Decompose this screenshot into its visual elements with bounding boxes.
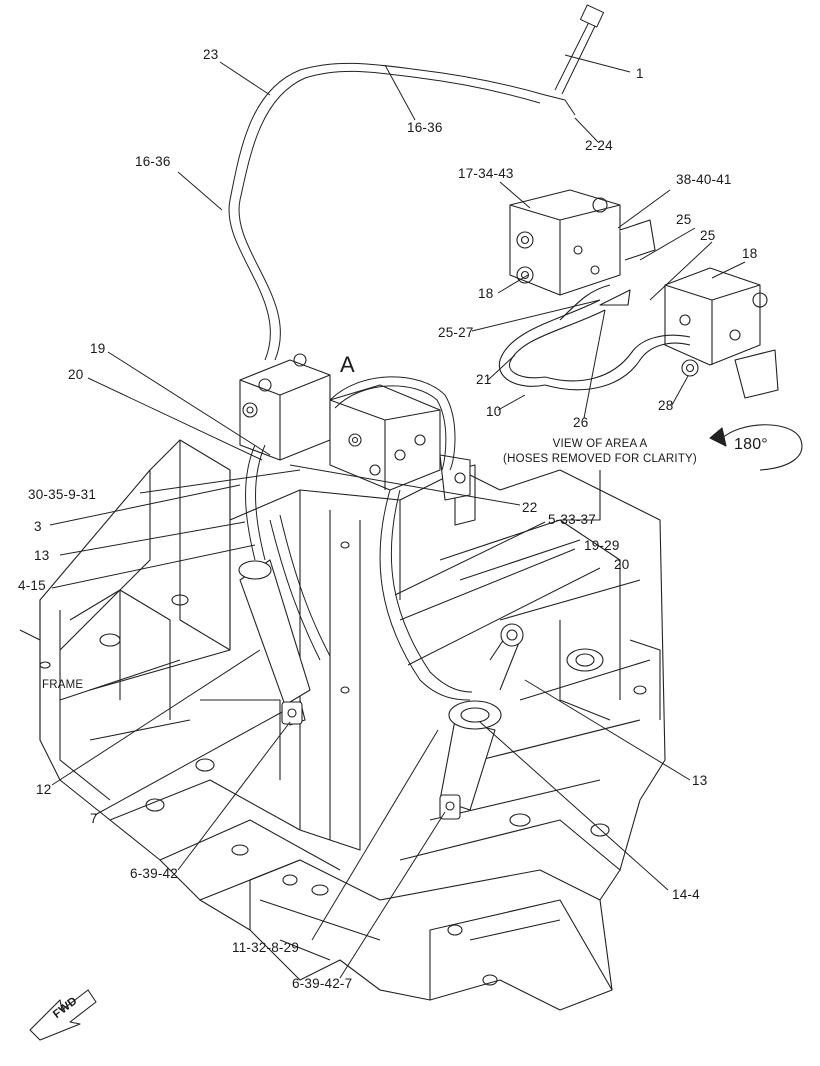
callout-19-29: 19-29	[584, 538, 620, 553]
valve-bank-a	[239, 353, 471, 501]
callout-2-24: 2-24	[585, 138, 613, 153]
rotation-label: 180°	[734, 436, 768, 453]
callout-18-left: 18	[478, 286, 494, 301]
rotation-arrow	[719, 424, 803, 471]
callout-7: 7	[90, 811, 98, 826]
view-caption-line2: (HOSES REMOVED FOR CLARITY)	[503, 453, 697, 465]
callout-30-35-9-31: 30-35-9-31	[28, 487, 97, 502]
callout-17-34-43: 17-34-43	[458, 166, 514, 181]
right-cylinder	[439, 623, 524, 820]
callout-21: 21	[476, 372, 492, 387]
callout-18-right: 18	[742, 246, 758, 261]
callout-25-a: 25	[676, 212, 692, 227]
callout-11-32-8-29: 11-32-8-29	[232, 940, 300, 955]
callout-25-b: 25	[700, 228, 716, 243]
rotation-arrowhead	[709, 427, 727, 447]
callout-20-right: 20	[614, 557, 630, 572]
callout-13-left: 13	[34, 548, 50, 563]
callout-38-40-41: 38-40-41	[676, 172, 732, 187]
callout-6-39-42-7: 6-39-42-7	[292, 976, 353, 991]
callout-26: 26	[573, 415, 589, 430]
callout-12: 12	[36, 782, 52, 797]
callout-1: 1	[636, 66, 644, 81]
view-a-detail	[498, 189, 779, 399]
callout-20-left: 20	[68, 367, 84, 382]
callout-14-4: 14-4	[672, 887, 700, 902]
view-caption: VIEW OF AREA A (HOSES REMOVED FOR CLARIT…	[488, 437, 712, 467]
view-letter-a: A	[340, 352, 355, 377]
left-cylinder	[238, 559, 311, 726]
callout-6-39-42: 6-39-42	[130, 866, 178, 881]
callout-16-36-top: 16-36	[407, 120, 443, 135]
callout-16-36-left: 16-36	[135, 154, 171, 169]
callout-4-15: 4-15	[18, 578, 46, 593]
frame-structure	[19, 439, 666, 1011]
callout-5-33-37: 5-33-37	[548, 512, 596, 527]
hoses	[228, 4, 605, 701]
callout-10: 10	[486, 404, 502, 419]
callout-25-27: 25-27	[438, 325, 474, 340]
frame-label: FRAME	[42, 679, 84, 691]
fwd-arrow	[29, 989, 97, 1041]
callout-23: 23	[203, 47, 219, 62]
callout-3: 3	[34, 519, 42, 534]
callout-22: 22	[522, 500, 538, 515]
callout-13-right: 13	[692, 773, 708, 788]
callout-28: 28	[658, 398, 674, 413]
view-caption-line1: VIEW OF AREA A	[552, 438, 648, 450]
leader-lines	[49, 54, 746, 979]
callout-19-left: 19	[90, 341, 106, 356]
